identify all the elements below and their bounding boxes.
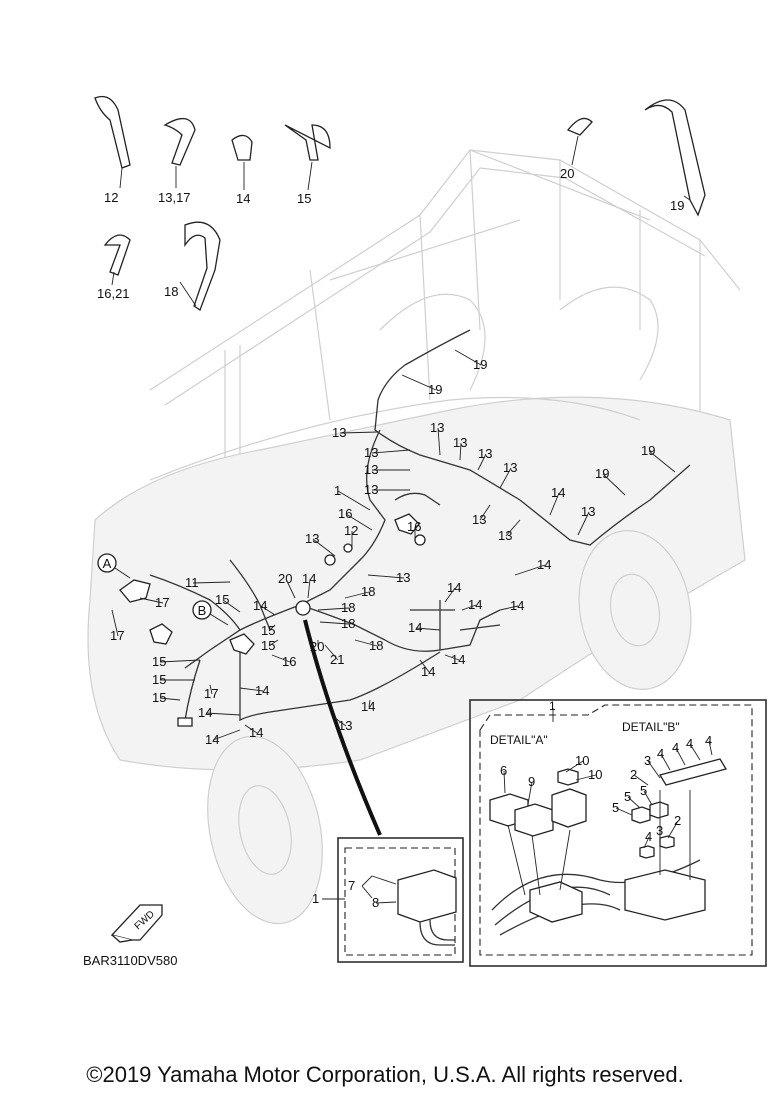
callout-number: 14 bbox=[198, 705, 212, 720]
detail-ref-number: 1 bbox=[549, 699, 556, 713]
callout-number: 2 bbox=[674, 813, 681, 828]
clamp-16-21-icon bbox=[103, 234, 131, 276]
callout-number: 14 bbox=[205, 732, 219, 747]
detail-b-title: DETAIL"B" bbox=[622, 720, 680, 734]
callout-number: 15 bbox=[261, 623, 275, 638]
callout-number: 13 bbox=[453, 435, 467, 450]
inset-relay-panel: 1 bbox=[312, 837, 464, 963]
callout-number: 15 bbox=[215, 592, 229, 607]
legend-labels: 12 13,17 14 15 20 19 16,21 18 bbox=[97, 135, 691, 307]
callout-number: 19 bbox=[641, 443, 655, 458]
callout-number: 14 bbox=[408, 620, 422, 635]
callout-number: 16 bbox=[407, 519, 421, 534]
clamp-15-icon bbox=[284, 124, 331, 161]
callout-number: 14 bbox=[253, 598, 267, 613]
band-19-icon bbox=[644, 99, 706, 217]
legend-label: 12 bbox=[104, 190, 118, 205]
parts-legend-icons bbox=[94, 95, 706, 311]
callout-number: 13 bbox=[364, 445, 378, 460]
callout-a: A bbox=[97, 553, 131, 579]
callout-b-text: B bbox=[198, 603, 207, 618]
inset-labels: 78 bbox=[348, 878, 397, 910]
callout-number: 7 bbox=[348, 878, 355, 893]
band-18-icon bbox=[184, 221, 221, 311]
legend-label: 14 bbox=[236, 191, 250, 206]
callout-number: 4 bbox=[657, 746, 664, 761]
callout-number: 13 bbox=[430, 420, 444, 435]
callout-number: 4 bbox=[672, 740, 679, 755]
drawing-code: BAR3110DV580 bbox=[83, 953, 177, 968]
callout-number: 9 bbox=[528, 774, 535, 789]
callout-number: 13 bbox=[364, 482, 378, 497]
callout-number: 8 bbox=[372, 895, 379, 910]
clip-14-icon bbox=[231, 134, 253, 161]
callout-number: 1 bbox=[334, 483, 341, 498]
vehicle-outline bbox=[87, 149, 746, 925]
callout-a-text: A bbox=[103, 556, 112, 571]
legend-label: 16,21 bbox=[97, 286, 130, 301]
legend-label: 18 bbox=[164, 284, 178, 299]
legend-label: 20 bbox=[560, 166, 574, 181]
callout-number: 5 bbox=[612, 800, 619, 815]
callout-number: 11 bbox=[185, 575, 199, 590]
callout-number: 15 bbox=[261, 638, 275, 653]
callout-number: 13 bbox=[332, 425, 346, 440]
callout-number: 10 bbox=[575, 753, 589, 768]
callout-number: 14 bbox=[468, 597, 482, 612]
callout-number: 15 bbox=[152, 672, 166, 687]
callout-number: 14 bbox=[551, 485, 565, 500]
callout-number: 19 bbox=[595, 466, 609, 481]
callout-number: 18 bbox=[341, 600, 355, 615]
callout-number: 15 bbox=[152, 654, 166, 669]
callout-number: 17 bbox=[110, 628, 124, 643]
callout-number: 13 bbox=[478, 446, 492, 461]
callout-number: 4 bbox=[705, 733, 712, 748]
callout-b: B bbox=[192, 600, 229, 626]
inset-ref-number: 1 bbox=[312, 891, 319, 906]
callout-number: 14 bbox=[510, 598, 524, 613]
wire-harness bbox=[119, 329, 691, 836]
detail-ab-panel: 1 DETAIL"A" DETAIL"B" bbox=[469, 699, 767, 967]
callout-number: 13 bbox=[498, 528, 512, 543]
callout-number: 18 bbox=[361, 584, 375, 599]
callout-number: 4 bbox=[645, 829, 652, 844]
callout-number: 5 bbox=[624, 789, 631, 804]
callout-number: 15 bbox=[152, 690, 166, 705]
legend-label: 15 bbox=[297, 191, 311, 206]
callout-number: 12 bbox=[344, 523, 358, 538]
callout-number: 3 bbox=[656, 823, 663, 838]
copyright-notice: ©2019 Yamaha Motor Corporation, U.S.A. A… bbox=[86, 1062, 684, 1087]
callout-number: 14 bbox=[361, 699, 375, 714]
callout-number: 4 bbox=[686, 736, 693, 751]
callout-number: 6 bbox=[500, 763, 507, 778]
callout-number: 20 bbox=[310, 639, 324, 654]
clip-20-icon bbox=[566, 117, 593, 136]
clamp-12-icon bbox=[94, 95, 131, 169]
callout-number: 13 bbox=[364, 462, 378, 477]
callout-number: 13 bbox=[503, 460, 517, 475]
callout-number: 14 bbox=[447, 580, 461, 595]
callout-number: 14 bbox=[537, 557, 551, 572]
fwd-arrow-icon: FWD bbox=[110, 904, 163, 943]
callout-number: 14 bbox=[302, 571, 316, 586]
callout-number: 3 bbox=[644, 753, 651, 768]
legend-label: 19 bbox=[670, 198, 684, 213]
legend-label: 13,17 bbox=[158, 190, 191, 205]
callout-number: 13 bbox=[305, 531, 319, 546]
callout-number: 13 bbox=[581, 504, 595, 519]
callout-number: 16 bbox=[338, 506, 352, 521]
clamp-13-17-icon bbox=[163, 118, 196, 166]
callout-number: 20 bbox=[278, 571, 292, 586]
callout-number: 2 bbox=[630, 767, 637, 782]
detail-a-title: DETAIL"A" bbox=[490, 733, 548, 747]
callout-number: 5 bbox=[640, 783, 647, 798]
callout-number: 10 bbox=[588, 767, 602, 782]
callout-number: 17 bbox=[204, 686, 218, 701]
